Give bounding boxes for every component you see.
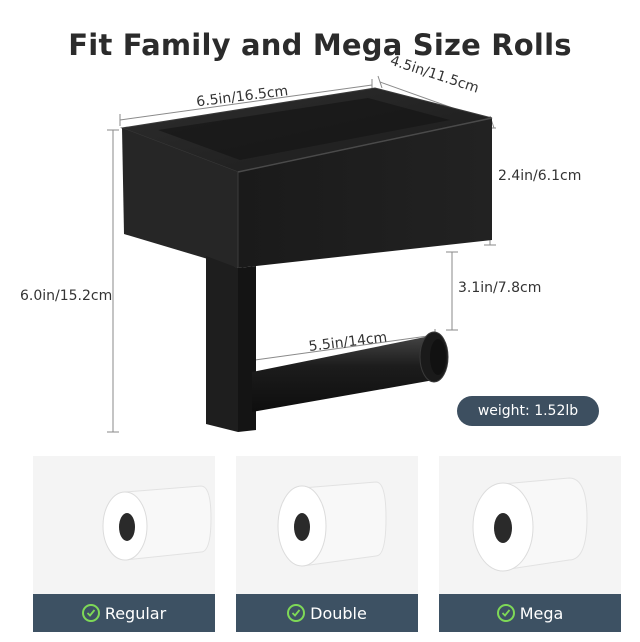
roll-size-cards: Regular Double Mega — [0, 456, 640, 642]
shelf-height-dimension: 2.4in/6.1cm — [498, 168, 581, 184]
roll-card-footer: Regular — [33, 594, 215, 632]
check-circle-icon — [496, 604, 515, 622]
product-illustration: 6.5in/16.5cm 4.5in/11.5cm 2.4in/6.1cm 6.… — [20, 53, 581, 433]
roll-card-footer: Double — [236, 594, 418, 632]
roll-size-label: Mega — [519, 603, 564, 623]
toilet-roll-image — [277, 481, 387, 567]
roll-size-label: Double — [310, 603, 367, 623]
toilet-roll-image — [102, 485, 212, 561]
check-circle-icon — [287, 604, 306, 622]
roll-card-footer: Mega — [439, 594, 621, 632]
roll-card-double: Double — [236, 456, 418, 632]
page-title: Fit Family and Mega Size Rolls — [68, 28, 572, 62]
roll-size-label: Regular — [104, 603, 167, 623]
weight-badge: weight: 1.52lb — [457, 396, 599, 426]
toilet-paper-holder — [120, 87, 493, 432]
roll-card-mega: Mega — [439, 456, 621, 632]
check-circle-icon — [81, 604, 100, 622]
toilet-roll-image — [472, 477, 588, 572]
roll-card-regular: Regular — [33, 456, 215, 632]
gap-height-dimension: 3.1in/7.8cm — [458, 280, 541, 296]
total-height-dimension: 6.0in/15.2cm — [20, 288, 112, 304]
